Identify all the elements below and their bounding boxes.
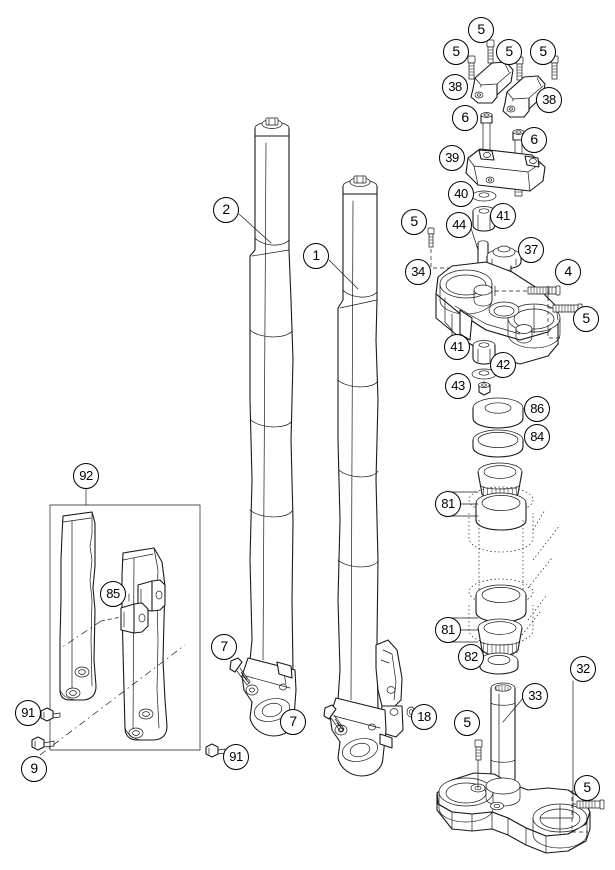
callout-steering-stem-assembly[interactable]: 32 xyxy=(570,656,596,682)
rubber-damper-41-lower xyxy=(472,340,496,365)
callout-handlebar-clamp[interactable]: 38 xyxy=(536,87,562,113)
axle-clamp-right xyxy=(329,697,393,777)
clamp-screw-5-lower-left xyxy=(474,739,483,789)
callout-axle-clamp-screw[interactable]: 7 xyxy=(211,634,237,660)
guard-bolt xyxy=(31,736,55,751)
fork-protector-right xyxy=(121,547,168,741)
callout-screw[interactable]: 5 xyxy=(468,17,494,43)
callout-fork-guard-screw[interactable]: 91 xyxy=(15,700,41,726)
callout-screw[interactable]: 5 xyxy=(401,209,427,235)
fork-protector-left xyxy=(59,511,97,701)
callout-handlebar-support[interactable]: 39 xyxy=(439,145,465,171)
callout-screw[interactable]: 5 xyxy=(573,306,599,332)
callout-rubber-damper[interactable]: 41 xyxy=(444,334,470,360)
callout-axle-clamp-screw[interactable]: 7 xyxy=(280,709,306,735)
callout-brake-hose-guide[interactable]: 85 xyxy=(100,581,126,607)
callout-bearing-washer[interactable]: 82 xyxy=(458,644,484,670)
washer-42 xyxy=(471,368,497,380)
fork-leg-left xyxy=(229,117,297,737)
washer-40 xyxy=(471,190,497,202)
seal-ring-84 xyxy=(472,429,524,458)
callout-fork-guard-screw[interactable]: 91 xyxy=(223,744,249,770)
taper-bearing-lower-race xyxy=(468,578,534,645)
callout-washer[interactable]: 42 xyxy=(490,352,516,378)
callout-rubber-damper[interactable]: 41 xyxy=(490,203,516,229)
handlebar-clamp-group xyxy=(465,39,559,197)
callout-screw[interactable]: 5 xyxy=(454,710,480,736)
nut-43 xyxy=(478,381,491,396)
handlebar-clamp-screw-2 xyxy=(467,55,476,80)
callout-screw[interactable]: 5 xyxy=(496,39,522,65)
callout-handlebar-clamp[interactable]: 38 xyxy=(442,74,468,100)
brake-hose-guide-loose xyxy=(120,593,149,634)
callout-upper-triple-clamp[interactable]: 34 xyxy=(405,259,431,285)
axle-clamp-screw-left xyxy=(229,657,251,686)
handlebar-clamp-left xyxy=(470,61,514,104)
callout-nut[interactable]: 43 xyxy=(445,373,471,399)
lower-triple-clamp xyxy=(436,772,591,854)
handlebar-clamp-screw-4 xyxy=(550,55,559,80)
callout-taper-roller-bearing[interactable]: 81 xyxy=(435,491,461,517)
clamp-screw-5-lower-right xyxy=(571,790,605,833)
taper-bearing-upper-cone xyxy=(477,462,523,501)
callout-fork-leg-left[interactable]: 2 xyxy=(213,197,239,223)
callout-steering-stem[interactable]: 33 xyxy=(522,683,548,709)
callout-dust-seal[interactable]: 86 xyxy=(524,396,550,422)
handlebar-support xyxy=(465,148,546,192)
axle-clamp-screw-right xyxy=(323,704,345,733)
callout-brake-line-clip[interactable]: 18 xyxy=(411,704,437,730)
screw-5-small xyxy=(427,227,435,248)
callout-clamp-bolt[interactable]: 6 xyxy=(521,127,547,153)
callout-washer[interactable]: 40 xyxy=(448,181,474,207)
callout-fork-leg-right[interactable]: 1 xyxy=(303,243,329,269)
callout-seal-ring[interactable]: 84 xyxy=(524,424,550,450)
callout-guard-bolt[interactable]: 9 xyxy=(21,756,47,782)
bearing-washer-82 xyxy=(479,652,519,675)
upper-triple-clamp xyxy=(435,261,561,365)
callout-steering-nut[interactable]: 37 xyxy=(518,237,544,263)
dust-seal-86 xyxy=(472,397,524,429)
steering-stem-shaft xyxy=(490,682,516,786)
callout-pinch-bolt[interactable]: 4 xyxy=(555,259,581,285)
fork-guard-screw-left xyxy=(40,707,61,722)
lower-damper-parts xyxy=(471,340,497,396)
rubber-damper-41-upper xyxy=(472,206,496,232)
handlebar-clamp-screw-3 xyxy=(515,56,524,81)
callout-screw[interactable]: 5 xyxy=(443,39,469,65)
callout-taper-roller-bearing[interactable]: 81 xyxy=(435,617,461,643)
handlebar-clamp-screw-1 xyxy=(486,39,495,64)
callout-screw[interactable]: 5 xyxy=(574,775,600,801)
callout-fork-protector-set[interactable]: 92 xyxy=(73,463,99,489)
callout-clamp-bolt[interactable]: 6 xyxy=(452,105,478,131)
handlebar-clamp-right xyxy=(502,75,546,118)
callout-spacer-sleeve[interactable]: 44 xyxy=(446,212,472,238)
pinch-bolt-4 xyxy=(527,285,561,296)
fork-protector-group xyxy=(31,488,226,758)
callout-screw[interactable]: 5 xyxy=(530,39,556,65)
taper-bearing-upper-race xyxy=(468,486,534,553)
fork-leg-right xyxy=(323,175,416,777)
taper-bearing-lower-cone xyxy=(477,618,523,657)
steering-stem-hidden xyxy=(478,509,561,636)
